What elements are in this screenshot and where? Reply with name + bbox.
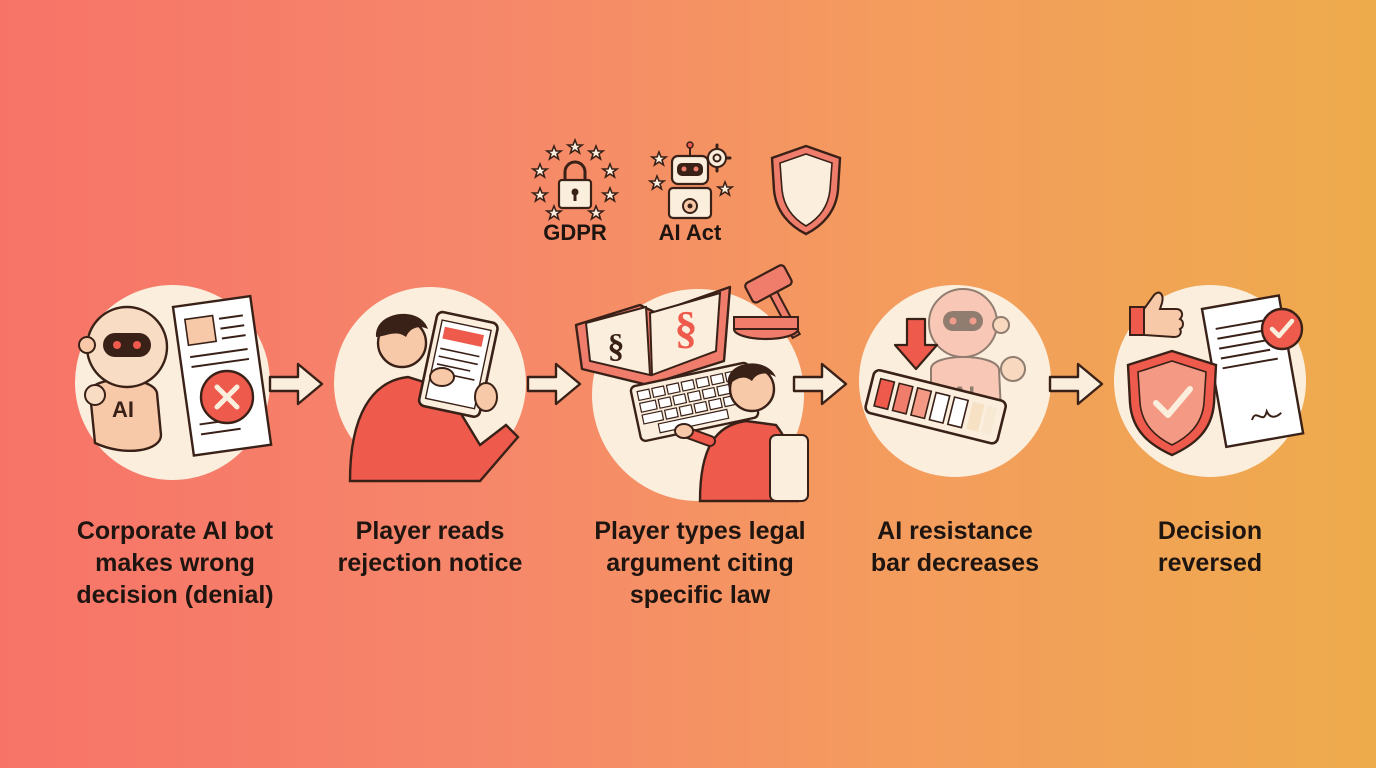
regulation-label-gdpr: GDPR bbox=[543, 220, 607, 245]
step-5-label-line-1: Decision bbox=[1157, 517, 1263, 545]
shield-icon bbox=[770, 144, 842, 236]
step-3: § § bbox=[570, 264, 830, 615]
step-4-label-line-1: AI resistance bbox=[877, 517, 1033, 545]
regulation-label-ai-act: AI Act bbox=[658, 220, 722, 245]
player-tablet-icon bbox=[348, 310, 520, 483]
arrow-right-icon bbox=[1048, 362, 1104, 406]
step-1-label-line-3: decision (denial) bbox=[76, 581, 274, 609]
step-3-label-line-3: specific law bbox=[629, 581, 771, 609]
step-1: AI Corporate AI bot makes wrong decision… bbox=[55, 285, 295, 615]
arrow-right-icon bbox=[792, 362, 848, 406]
law-book-keyboard-icon: § § bbox=[574, 264, 809, 503]
step-5-label: Decision reversed bbox=[1090, 515, 1330, 579]
arrow-right-icon bbox=[268, 362, 324, 406]
ai-bot-rejection-icon: AI bbox=[78, 294, 273, 457]
step-2-label-line-2: rejection notice bbox=[337, 549, 523, 577]
step-4-label: AI resistance bar decreases bbox=[835, 515, 1075, 579]
approved-document-icon bbox=[1126, 291, 1305, 457]
step-2-label-line-1: Player reads bbox=[355, 517, 505, 545]
step-4-label-line-2: bar decreases bbox=[870, 549, 1040, 577]
section-sign-left: § bbox=[608, 328, 625, 365]
step-3-label-line-2: argument citing bbox=[606, 549, 794, 577]
step-2: Player reads rejection notice bbox=[310, 285, 550, 615]
step-2-label: Player reads rejection notice bbox=[310, 515, 550, 579]
step-4: AI AI resistance bar decreases bbox=[835, 285, 1075, 615]
step-1-label-line-1: Corporate AI bot bbox=[76, 517, 274, 545]
section-sign-right: § bbox=[675, 302, 698, 353]
step-3-label: Player types legal argument citing speci… bbox=[580, 515, 820, 611]
resistance-bar-icon: AI bbox=[864, 288, 1026, 445]
arrow-right-icon bbox=[526, 362, 582, 406]
step-1-label-line-2: makes wrong bbox=[95, 549, 255, 577]
step-5: Decision reversed bbox=[1090, 285, 1330, 615]
robot-gear-icon bbox=[647, 141, 735, 220]
step-1-label: Corporate AI bot makes wrong decision (d… bbox=[55, 515, 295, 611]
regulations-group: GDPR AI Act bbox=[520, 128, 860, 248]
padlock-stars-icon bbox=[530, 137, 620, 221]
step-5-label-line-2: reversed bbox=[1157, 549, 1263, 577]
ai-badge-1: AI bbox=[112, 397, 134, 422]
step-3-label-line-1: Player types legal bbox=[594, 517, 806, 545]
